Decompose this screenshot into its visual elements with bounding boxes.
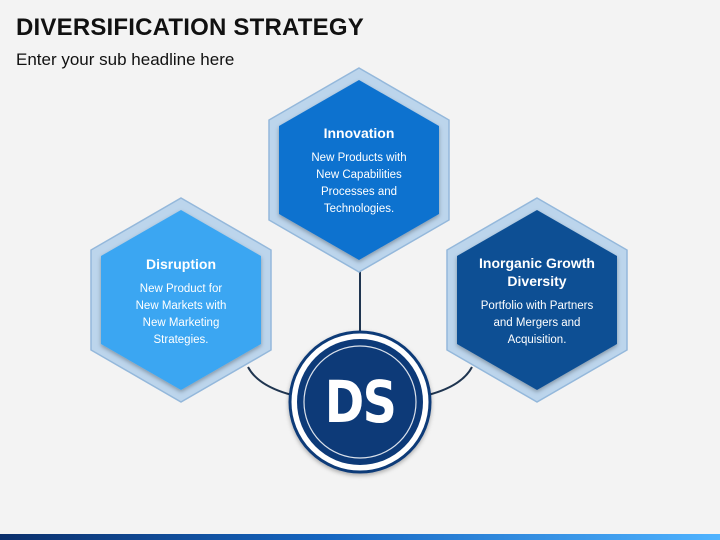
disruption-description: New Product for New Markets with New Mar… xyxy=(136,281,227,349)
innovation-line: Technologies. xyxy=(323,203,395,215)
innovation-description: New Products with New Capabilities Proce… xyxy=(311,150,406,218)
inorganic-growth-description: Portfolio with Partners and Mergers and … xyxy=(481,298,594,349)
inorganic-growth-line: and Mergers and xyxy=(493,317,581,329)
disruption-heading: Disruption xyxy=(146,256,216,272)
inorganic-growth-heading-line: Diversity xyxy=(507,273,567,289)
inorganic-growth-content: Inorganic Growth Diversity Portfolio wit… xyxy=(462,254,612,349)
inorganic-growth-heading-line: Inorganic Growth xyxy=(479,255,595,271)
disruption-content: Disruption New Product for New Markets w… xyxy=(111,255,251,349)
innovation-line: Processes and xyxy=(320,186,398,198)
center-circle xyxy=(288,330,432,474)
center-label: DS xyxy=(324,368,397,436)
page-subtitle: Enter your sub headline here xyxy=(16,50,235,69)
disruption-line: New Product for xyxy=(139,283,223,295)
innovation-line: New Capabilities xyxy=(316,169,402,181)
disruption-line: Strategies. xyxy=(153,334,209,346)
inorganic-growth-heading: Inorganic Growth Diversity xyxy=(479,254,595,290)
inorganic-growth-line: Acquisition. xyxy=(507,334,567,346)
innovation-heading: Innovation xyxy=(323,125,395,141)
innovation-line: New Products with xyxy=(311,152,407,164)
connector-disruption xyxy=(247,366,293,396)
hex-disruption xyxy=(90,197,272,403)
innovation-content: Innovation New Products with New Capabil… xyxy=(289,124,429,218)
hex-inorganic-growth xyxy=(446,197,628,403)
connector-inorganic xyxy=(427,366,473,396)
hex-innovation xyxy=(268,67,450,273)
inorganic-growth-line: Portfolio with Partners xyxy=(480,300,594,312)
page-title: DIVERSIFICATION STRATEGY xyxy=(16,14,364,41)
bottom-accent-bar xyxy=(0,534,720,540)
disruption-line: New Marketing xyxy=(142,317,220,329)
disruption-line: New Markets with xyxy=(135,300,227,312)
